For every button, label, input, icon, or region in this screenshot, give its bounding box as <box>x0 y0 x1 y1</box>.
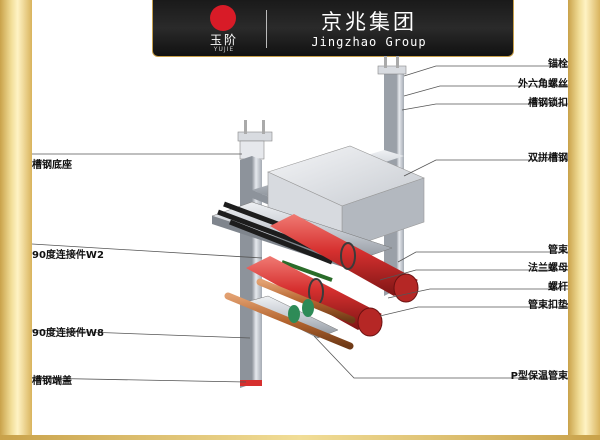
label-channel-lock: 槽钢锁扣 <box>528 94 568 109</box>
label-connector-w8: 90度连接件W8 <box>32 324 104 339</box>
label-p-type-insulated-clamp: P型保温管束 <box>511 367 568 382</box>
label-double-channel: 双拼槽钢 <box>528 149 568 164</box>
right-gold-frame <box>568 0 600 440</box>
label-hex-bolt: 外六角螺丝 <box>518 75 568 90</box>
diagram-canvas: 玉阶 YUJIE 京兆集团 Jingzhao Group <box>32 0 568 440</box>
label-channel-base: 槽钢底座 <box>32 156 72 171</box>
label-connector-w2: 90度连接件W2 <box>32 246 104 261</box>
label-clamp-pad: 管束扣垫 <box>528 296 568 311</box>
label-anchor-bolt: 锚栓 <box>548 55 568 70</box>
label-channel-end-cap: 槽钢端盖 <box>32 372 72 387</box>
label-pipe-clamp: 管束 <box>548 241 568 256</box>
left-gold-frame <box>0 0 32 440</box>
label-flange-nut: 法兰螺母 <box>528 259 568 274</box>
top-anchor-bolts <box>238 56 406 159</box>
label-threaded-rod: 螺杆 <box>548 278 568 293</box>
support-bracket-diagram <box>32 0 568 440</box>
bottom-gold-frame <box>0 435 600 440</box>
